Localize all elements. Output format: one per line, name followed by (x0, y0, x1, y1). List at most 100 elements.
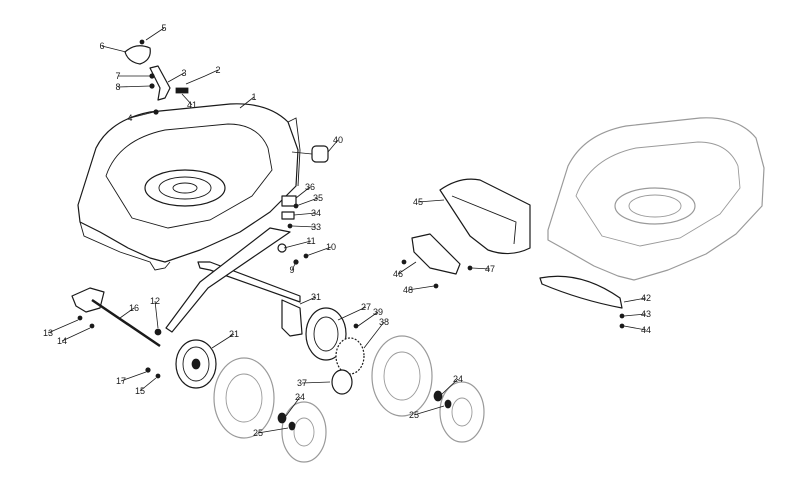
height-lever (71, 287, 105, 313)
leader-line-p5 (145, 27, 165, 41)
knob-40 (311, 145, 329, 163)
callout-label-p35: 35 (313, 193, 323, 203)
callout-label-p24b: 24 (453, 374, 463, 384)
callout-label-p14: 14 (57, 336, 67, 346)
callout-label-p36: 36 (305, 182, 315, 192)
callout-label-p39: 39 (373, 307, 383, 317)
leader-line-p44 (623, 325, 647, 331)
bolt-2 (185, 75, 206, 85)
leader-line-p8 (117, 85, 151, 88)
leader-line-p35 (295, 197, 319, 207)
gear-assembly (305, 307, 365, 395)
screw-5 (139, 39, 145, 45)
leader-line-p13 (47, 319, 79, 334)
leader-line-p11 (283, 240, 312, 249)
callout-label-p7: 7 (115, 71, 120, 81)
callout-label-p41: 41 (187, 100, 197, 110)
leader-line-p21 (211, 333, 235, 349)
pivot-plate-31 (281, 299, 303, 337)
small-hardware (277, 145, 329, 265)
spring-41 (175, 87, 189, 94)
callout-label-p40: 40 (333, 135, 343, 145)
leader-line-p24b (441, 378, 459, 395)
callout-label-p24a: 24 (295, 392, 305, 402)
callout-label-p4: 4 (127, 113, 132, 123)
lever-3 (149, 65, 171, 101)
screw-47 (467, 265, 473, 271)
leader-line-p25b (413, 405, 445, 416)
rear-wheel-right (371, 335, 485, 443)
leader-line-p2 (204, 69, 219, 77)
mower-deck-ghost (539, 117, 765, 329)
callout-label-p3: 3 (181, 68, 186, 78)
callout-label-p25a: 25 (253, 428, 263, 438)
callout-label-p11: 11 (306, 236, 315, 246)
callout-label-p44: 44 (641, 325, 651, 335)
leader-line-p31 (299, 296, 317, 305)
screw-13 (77, 315, 83, 321)
grass-deflector (401, 178, 531, 289)
clip-39 (353, 323, 359, 329)
screw-46 (401, 259, 407, 265)
leader-line-p34 (293, 212, 317, 216)
leader-line-p47 (471, 267, 491, 270)
clamp-knob (124, 45, 151, 65)
leader-line-p38 (363, 321, 385, 349)
leader-line-p41 (181, 93, 193, 106)
callout-label-p5: 5 (161, 23, 166, 33)
screw-44 (619, 323, 625, 329)
leader-line-p48 (407, 285, 435, 291)
leader-line-p24a (285, 396, 301, 417)
leader-line-p17 (120, 371, 147, 382)
mower-deck (77, 103, 301, 271)
nut-43 (619, 313, 625, 319)
leader-line-p33 (291, 225, 317, 228)
leader-line-p9 (291, 261, 297, 271)
leader-line-p10 (305, 246, 332, 257)
callout-label-p9: 9 (289, 265, 294, 275)
rear-wheel-left (213, 357, 327, 463)
washer-25a (288, 421, 296, 431)
callout-label-p25b: 25 (409, 410, 419, 420)
callout-label-p21: 21 (229, 329, 239, 339)
nut-4 (153, 109, 159, 115)
callout-label-p13: 13 (43, 328, 53, 338)
callout-label-p15: 15 (135, 386, 145, 396)
leader-line-p16 (119, 307, 135, 319)
nut-17 (145, 367, 151, 373)
callout-label-p12: 12 (150, 296, 160, 306)
callout-label-p8: 8 (115, 82, 120, 92)
callout-label-p43: 43 (641, 309, 651, 319)
screw-15 (155, 373, 161, 379)
washer-11 (277, 243, 287, 253)
callout-label-p45: 45 (413, 197, 423, 207)
washer-25b (444, 399, 452, 409)
height-adjust-linkage (71, 227, 303, 379)
plate-34 (281, 211, 295, 220)
leader-line-p36 (295, 186, 311, 199)
leader-line-p27 (337, 306, 367, 321)
mulch-plug-42 (539, 275, 623, 309)
callout-label-p33: 33 (311, 222, 321, 232)
washer-14 (89, 323, 95, 329)
callout-label-p27: 27 (361, 302, 371, 312)
leader-line-p3 (167, 72, 185, 83)
callout-label-p37: 37 (297, 378, 307, 388)
callout-label-p47: 47 (485, 264, 495, 274)
callout-label-p16: 16 (129, 303, 139, 313)
nut-8 (149, 83, 155, 89)
leader-line-p45 (417, 199, 445, 203)
wheel-21 (175, 339, 217, 389)
leader-line-p1 (239, 96, 255, 109)
handle-bracket-assembly (124, 39, 206, 115)
screw-48 (433, 283, 439, 289)
callout-label-p2: 2 (215, 65, 220, 75)
callout-label-p34: 34 (311, 208, 321, 218)
callout-label-p1: 1 (251, 92, 256, 102)
leader-line-p25a (257, 427, 289, 434)
screw-10 (303, 253, 309, 259)
callout-label-p6: 6 (99, 41, 104, 51)
bracket-36 (281, 195, 297, 207)
callout-label-p10: 10 (326, 242, 336, 252)
